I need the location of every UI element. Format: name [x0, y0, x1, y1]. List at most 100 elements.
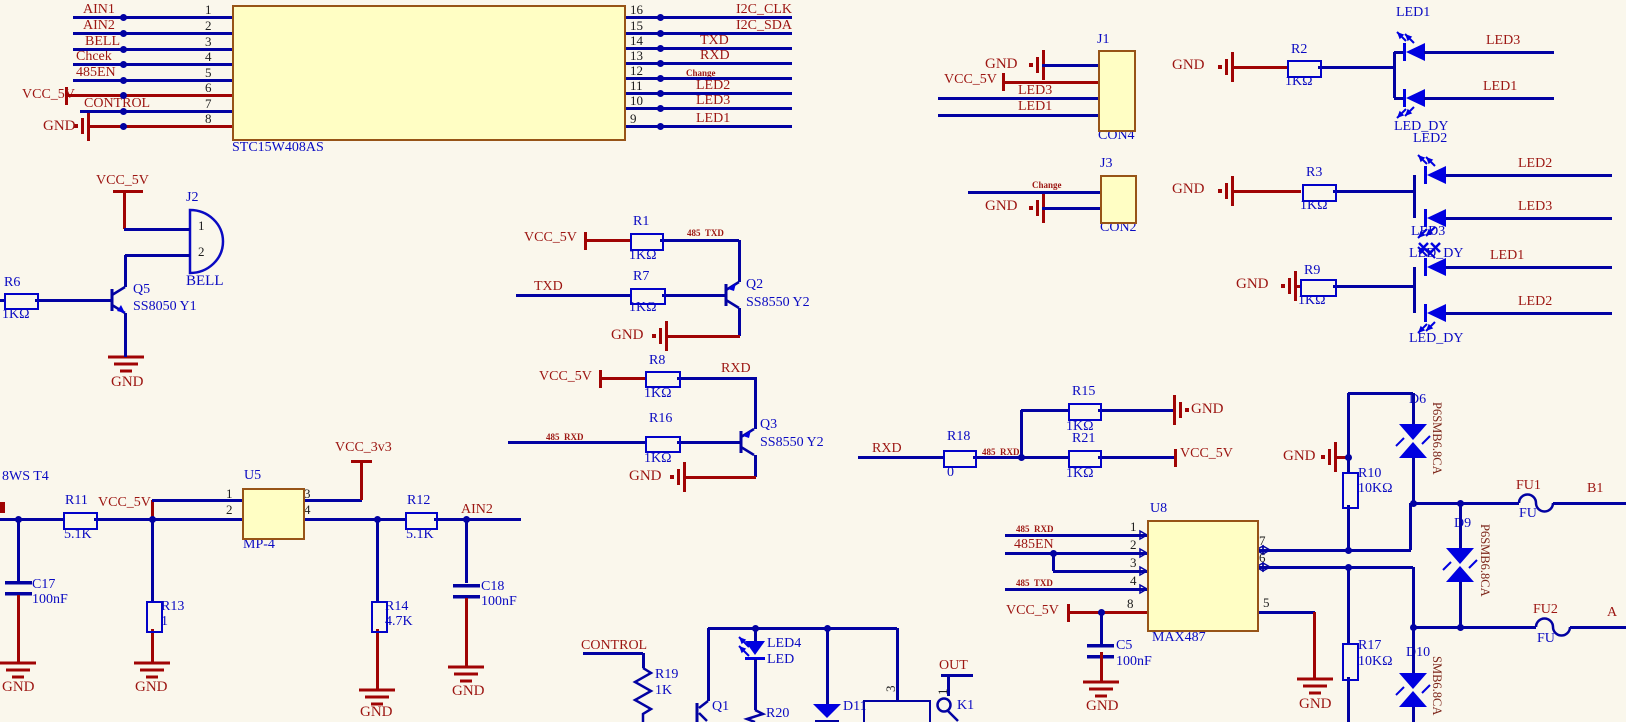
wire-segment: [677, 441, 741, 444]
mcu-pin-8: 8: [205, 111, 212, 126]
led-g1-top[interactable]: [1396, 31, 1425, 61]
wire-segment: [1413, 502, 1519, 505]
des-d9: D9: [1454, 516, 1472, 531]
net-rxd: RXD: [700, 48, 730, 63]
wire-segment: [1255, 611, 1315, 614]
gnd-label-r9: GND: [1236, 276, 1269, 292]
wire-segment: [301, 518, 405, 521]
wire-segment: [1005, 588, 1147, 591]
r15-body[interactable]: [1068, 403, 1102, 421]
gnd-earth-r13: [134, 661, 170, 679]
junction-dot: [1409, 623, 1417, 631]
des-r13: R13: [161, 599, 185, 614]
buzzer-j2[interactable]: [188, 208, 225, 275]
k1-contact[interactable]: [936, 697, 952, 713]
net-led1-g1: LED1: [1483, 79, 1518, 94]
net-control-mcu: CONTROL: [84, 96, 151, 111]
junction-dot: [1409, 499, 1417, 507]
wire-segment: [508, 441, 645, 444]
r21-body[interactable]: [1068, 450, 1102, 468]
junction-dot: [1017, 453, 1025, 461]
junction-dot: [1344, 546, 1352, 554]
r3-body[interactable]: [1302, 184, 1337, 202]
tvs-d10[interactable]: [1395, 673, 1431, 707]
wire-segment: [622, 125, 792, 128]
transistor-q3[interactable]: [739, 427, 755, 457]
junction-dot: [119, 29, 127, 37]
des-r3: R3: [1306, 165, 1323, 180]
wire-segment: [660, 239, 739, 242]
transistor-q2[interactable]: [724, 280, 740, 310]
r9-body[interactable]: [1300, 279, 1337, 297]
des-u8: U8: [1150, 501, 1168, 516]
resistor-r20[interactable]: [743, 708, 767, 722]
net-vcc5v-r1: VCC_5V: [524, 230, 577, 245]
r1-body[interactable]: [630, 233, 664, 251]
u8-pin-7: 7: [1259, 533, 1266, 548]
resistor-r19[interactable]: [632, 666, 654, 722]
wire-segment: [622, 16, 792, 19]
tvs-d9[interactable]: [1442, 548, 1478, 582]
net-vcc5v-j1: VCC_5V: [944, 72, 997, 87]
tvs-d6[interactable]: [1395, 424, 1431, 458]
led-g1-bot[interactable]: [1396, 89, 1425, 119]
j3-body[interactable]: [1100, 175, 1137, 224]
val-r16: 1KΩ: [644, 451, 672, 466]
wire-segment: [1394, 51, 1403, 54]
u5-body[interactable]: [242, 488, 305, 540]
wire-segment: [941, 674, 973, 677]
mcu-pin-9: 9: [630, 111, 637, 126]
des-r9: R9: [1304, 263, 1321, 278]
diode-d11[interactable]: [813, 704, 841, 722]
mcu-body[interactable]: [232, 5, 626, 141]
junction-dot: [462, 515, 470, 523]
wire-segment: [1412, 393, 1415, 424]
val-q2: SS8550 Y2: [746, 295, 810, 310]
led-g3-bot[interactable]: [1417, 304, 1446, 334]
led-led4[interactable]: [738, 636, 765, 660]
r10-body[interactable]: [1342, 472, 1359, 509]
gnd-label-j3: GND: [985, 198, 1018, 214]
wire-segment: [684, 476, 756, 479]
mcu-pin-16: 16: [630, 2, 643, 17]
transistor-q5[interactable]: [110, 285, 126, 315]
r18-body[interactable]: [943, 450, 977, 468]
des-r16: R16: [649, 411, 673, 426]
des-ledgrp1: LED1: [1396, 5, 1431, 20]
des-leddy2: LED_DY: [1409, 246, 1464, 261]
des-c5: C5: [1116, 638, 1133, 653]
gnd-label-u8: GND: [1299, 696, 1332, 712]
net-led2-g2: LED2: [1518, 156, 1553, 171]
des-d10: D10: [1406, 645, 1431, 660]
led-g2-top[interactable]: [1417, 154, 1446, 184]
j1-body[interactable]: [1098, 50, 1136, 132]
r2-body[interactable]: [1287, 60, 1322, 78]
junction-dot: [148, 515, 156, 523]
r11-body[interactable]: [63, 512, 98, 530]
junction-dot: [823, 624, 831, 632]
u5-pin-2: 2: [226, 502, 233, 517]
val-c5: 100nF: [1116, 654, 1152, 669]
r12-body[interactable]: [405, 512, 438, 530]
net-rxd-q3: RXD: [721, 361, 751, 376]
transistor-q1[interactable]: [695, 700, 709, 722]
wire-segment: [35, 299, 112, 302]
wire-segment: [17, 595, 20, 663]
wire-segment: [1100, 612, 1103, 645]
des-r6: R6: [4, 275, 21, 290]
mcu-pin-1: 1: [205, 2, 212, 17]
r17-body[interactable]: [1342, 643, 1359, 681]
des-j3: J3: [1100, 156, 1113, 171]
r16-body[interactable]: [645, 436, 681, 453]
cap-c18[interactable]: [453, 584, 480, 599]
relay-k1-body[interactable]: [863, 700, 931, 722]
r8-body[interactable]: [645, 371, 681, 388]
cap-c17[interactable]: [5, 581, 32, 596]
r14-body[interactable]: [371, 601, 388, 633]
r7-body[interactable]: [630, 288, 666, 305]
gnd-label-q2: GND: [611, 327, 644, 343]
u8-body[interactable]: [1147, 520, 1259, 632]
net-ain2: AIN2: [83, 18, 115, 33]
r13-body[interactable]: [146, 601, 163, 633]
r6-body[interactable]: [4, 293, 39, 310]
